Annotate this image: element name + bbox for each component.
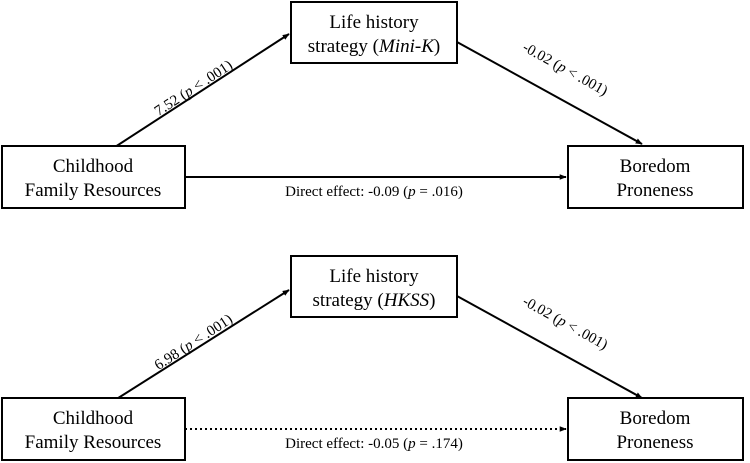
mediator-label-line2: strategy (HKSS) <box>313 290 436 311</box>
direct-effect-label-model-1: Direct effect: -0.09 (p = .016) <box>285 184 463 200</box>
outcome-label-line1: Boredom <box>620 156 691 177</box>
model-hkss: Life history strategy (HKSS) Childhood F… <box>1 255 744 461</box>
predictor-label-line1: Childhood <box>53 408 134 429</box>
mediator-label-line1: Life history <box>329 12 419 33</box>
path-b-label-model-2: -0.02 (p < .001) <box>520 294 611 354</box>
predictor-label-line2: Family Resources <box>25 180 162 201</box>
path-a-label-model-2: 6.98 (p < .001) <box>152 312 236 374</box>
path-b-arrow-model-1 <box>456 41 643 145</box>
predictor-box-model-1: Childhood Family Resources <box>1 145 186 209</box>
path-a-label-model-1: 7.52 (p < .001) <box>152 58 236 120</box>
path-a-arrow-model-1 <box>114 33 290 148</box>
direct-effect-label-model-2: Direct effect: -0.05 (p = .174) <box>285 436 463 452</box>
mediator-box-model-1: Life history strategy (Mini-K) <box>290 1 458 64</box>
outcome-label-line1: Boredom <box>620 408 691 429</box>
mediator-label-line2: strategy (Mini-K) <box>308 36 440 57</box>
model-mini-k: Life history strategy (Mini-K) Childhood… <box>1 1 744 209</box>
predictor-label-line1: Childhood <box>53 156 134 177</box>
path-a-arrow-model-2 <box>114 289 290 401</box>
predictor-box-model-2: Childhood Family Resources <box>1 397 186 461</box>
outcome-box-model-1: Boredom Proneness <box>567 145 744 209</box>
outcome-label-line2: Proneness <box>616 432 693 453</box>
mediator-box-model-2: Life history strategy (HKSS) <box>290 255 458 318</box>
outcome-box-model-2: Boredom Proneness <box>567 397 744 461</box>
mediator-label-line1: Life history <box>329 266 419 287</box>
predictor-label-line2: Family Resources <box>25 432 162 453</box>
outcome-label-line2: Proneness <box>616 180 693 201</box>
path-b-arrow-model-2 <box>456 295 643 399</box>
path-b-label-model-1: -0.02 (p < .001) <box>520 40 611 100</box>
